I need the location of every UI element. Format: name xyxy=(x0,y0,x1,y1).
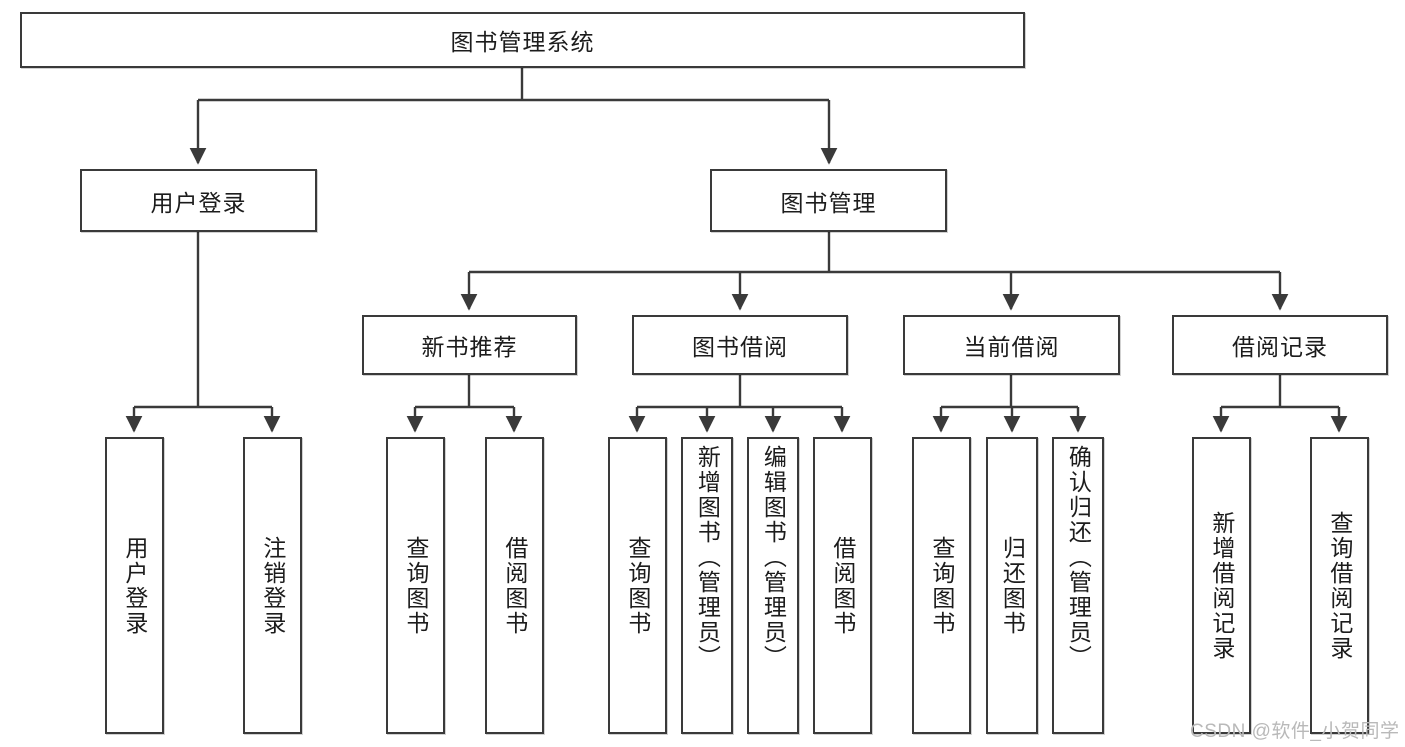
node-borrow-record-label: 借阅记录 xyxy=(1232,334,1328,360)
node-new-book-rec-label: 新书推荐 xyxy=(421,334,518,360)
node-leaf-add-book[interactable]: 新增图书（管理员） xyxy=(681,437,733,734)
node-leaf-query-book-rec[interactable]: 查询图书 xyxy=(386,437,445,734)
node-leaf-borrow-book-rec-label: 借阅图书 xyxy=(501,535,528,636)
node-leaf-logout[interactable]: 注销登录 xyxy=(243,437,302,734)
node-book-manage[interactable]: 图书管理 xyxy=(710,169,947,232)
node-leaf-borrow-book-bor[interactable]: 借阅图书 xyxy=(813,437,872,734)
node-leaf-confirm-return-label: 确认归还（管理员） xyxy=(1065,445,1092,670)
node-leaf-add-book-label: 新增图书（管理员） xyxy=(694,445,721,670)
node-leaf-query-book-bor[interactable]: 查询图书 xyxy=(608,437,667,734)
node-leaf-query-record-label: 查询借阅记录 xyxy=(1326,510,1353,661)
node-leaf-query-book-rec-label: 查询图书 xyxy=(402,535,429,636)
node-leaf-return-book-label: 归还图书 xyxy=(999,535,1026,636)
node-leaf-query-book-bor-label: 查询图书 xyxy=(624,535,651,636)
node-leaf-add-record-label: 新增借阅记录 xyxy=(1208,510,1235,661)
node-leaf-query-book-cur[interactable]: 查询图书 xyxy=(912,437,971,734)
node-leaf-confirm-return[interactable]: 确认归还（管理员） xyxy=(1052,437,1104,734)
node-leaf-edit-book-label: 编辑图书（管理员） xyxy=(760,445,787,670)
node-leaf-logout-label: 注销登录 xyxy=(259,535,286,636)
node-leaf-add-record[interactable]: 新增借阅记录 xyxy=(1192,437,1251,734)
node-book-manage-label: 图书管理 xyxy=(780,189,877,216)
node-leaf-return-book[interactable]: 归还图书 xyxy=(986,437,1038,734)
node-root[interactable]: 图书管理系统 xyxy=(20,12,1025,68)
node-leaf-borrow-book-rec[interactable]: 借阅图书 xyxy=(485,437,544,734)
node-book-borrow-label: 图书借阅 xyxy=(692,334,788,360)
node-book-borrow[interactable]: 图书借阅 xyxy=(632,315,848,375)
node-leaf-user-login-label: 用户登录 xyxy=(121,535,148,636)
node-user-login[interactable]: 用户登录 xyxy=(80,169,317,232)
node-new-book-rec[interactable]: 新书推荐 xyxy=(362,315,577,375)
node-leaf-query-book-cur-label: 查询图书 xyxy=(928,535,955,636)
node-borrow-record[interactable]: 借阅记录 xyxy=(1172,315,1388,375)
csdn-watermark: CSDN @软件_小贺同学 xyxy=(1190,721,1400,742)
node-user-login-label: 用户登录 xyxy=(150,189,247,216)
node-current-borrow-label: 当前借阅 xyxy=(963,334,1060,360)
node-current-borrow[interactable]: 当前借阅 xyxy=(903,315,1120,375)
node-leaf-borrow-book-bor-label: 借阅图书 xyxy=(829,535,856,636)
node-leaf-edit-book[interactable]: 编辑图书（管理员） xyxy=(747,437,799,734)
node-root-label: 图书管理系统 xyxy=(450,29,595,55)
node-leaf-query-record[interactable]: 查询借阅记录 xyxy=(1310,437,1369,734)
node-leaf-user-login[interactable]: 用户登录 xyxy=(105,437,164,734)
